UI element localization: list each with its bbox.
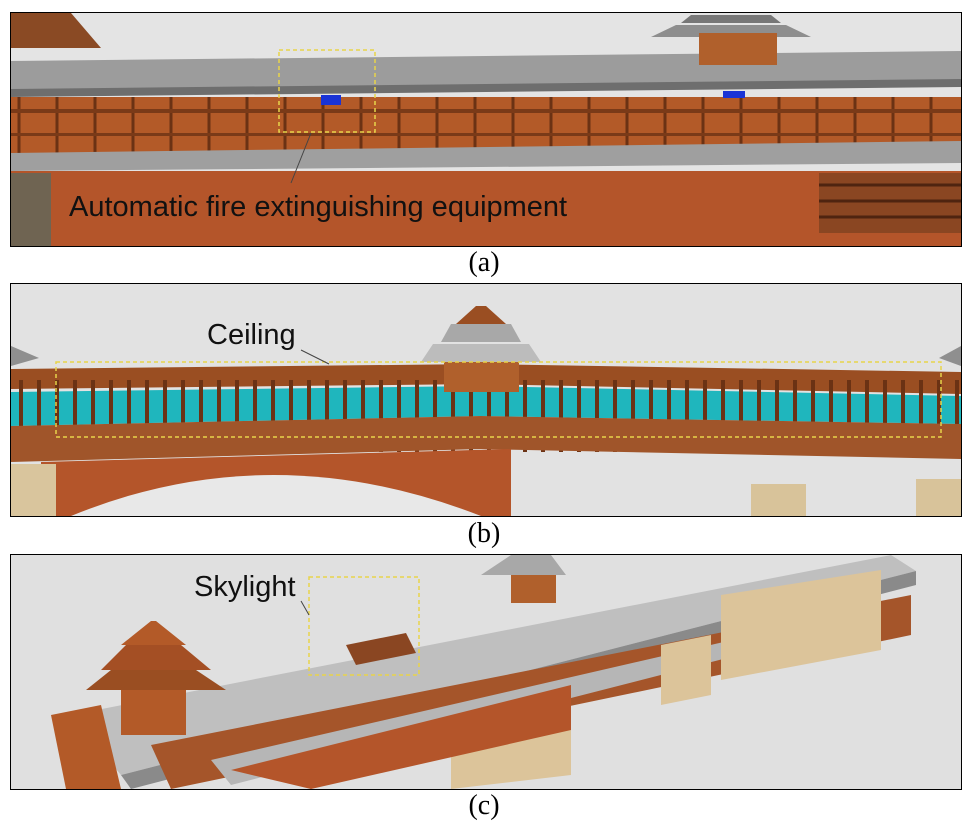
- skylight-label: Skylight: [194, 571, 296, 603]
- panel-b-ceiling: Ceiling: [10, 283, 962, 517]
- panel-a-fire-equipment: Automatic fire extinguishing equipment: [10, 12, 962, 247]
- caption-a: (a): [468, 247, 500, 278]
- caption-c: (c): [468, 790, 500, 821]
- bridge-ceiling-view-illustration: [11, 284, 961, 516]
- fire-equipment-label: Automatic fire extinguishing equipment: [69, 191, 568, 223]
- caption-b: (b): [467, 518, 501, 549]
- ceiling-label: Ceiling: [207, 319, 296, 351]
- bridge-side-view-illustration: [11, 13, 961, 246]
- panel-c-skylight: Skylight: [10, 554, 962, 790]
- bridge-aerial-view-illustration: [11, 555, 961, 789]
